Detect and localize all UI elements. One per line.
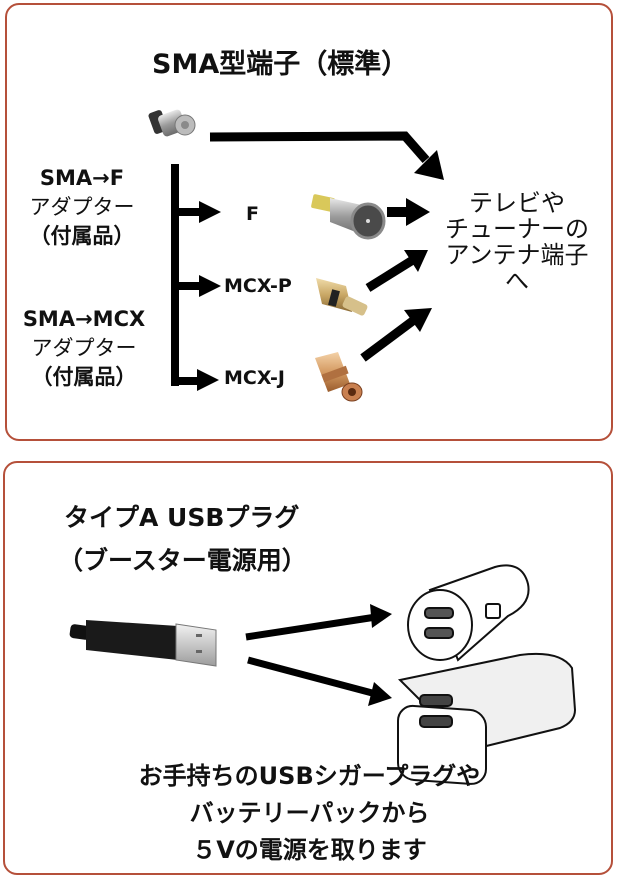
caption-line2: バッテリーパックから bbox=[189, 799, 430, 827]
sma-to-f-line3: （付属品） bbox=[29, 224, 135, 248]
sma-connector-icon bbox=[148, 109, 196, 137]
branch-arrow-mcx-p bbox=[175, 275, 221, 297]
sma-to-mcx-line2: アダプター bbox=[31, 336, 137, 360]
destination-line2: チューナーの bbox=[445, 215, 589, 243]
sma-panel-title: SMA型端子（標準） bbox=[152, 49, 409, 80]
arrow-usb-to-battery-pack bbox=[247, 656, 392, 706]
sma-to-f-line1: SMA→F bbox=[39, 166, 125, 190]
sma-to-mcx-line3: （付属品） bbox=[31, 365, 137, 389]
mcx-jack-icon bbox=[315, 352, 363, 402]
branch-trunk bbox=[171, 164, 199, 386]
branch-arrow-f bbox=[175, 201, 221, 223]
usb-plug-title: タイプA USBプラグ bbox=[64, 503, 300, 532]
usb-power-caption: お手持ちのUSBシガープラグや バッテリーパックから ５Vの電源を取ります bbox=[0, 758, 619, 869]
caption-line3: ５Vの電源を取ります bbox=[192, 836, 427, 864]
sma-to-mcx-adapter-label: SMA→MCX アダプター （付属品） bbox=[5, 305, 163, 392]
arrow-mcx-j-to-antenna bbox=[360, 308, 432, 362]
usb-car-charger-icon bbox=[407, 564, 530, 662]
destination-line1: テレビや bbox=[469, 189, 565, 217]
sma-to-mcx-line1: SMA→MCX bbox=[22, 307, 146, 331]
f-connector-icon bbox=[311, 194, 386, 240]
sma-to-f-adapter-label: SMA→F アダプター （付属品） bbox=[12, 164, 152, 251]
sma-to-f-line2: アダプター bbox=[29, 195, 135, 219]
branch-arrow-mcx-j bbox=[197, 369, 219, 391]
arrow-mcx-p-to-antenna bbox=[365, 250, 428, 292]
usb-battery-pack-icon bbox=[397, 652, 577, 785]
destination-label: テレビや チューナーの アンテナ端子 へ bbox=[432, 190, 602, 294]
destination-line4: へ bbox=[505, 267, 529, 295]
branch-label-f: F bbox=[246, 203, 259, 225]
arrow-sma-to-antenna bbox=[209, 131, 444, 180]
usb-a-plug-icon bbox=[69, 620, 217, 667]
mcx-plug-icon bbox=[316, 278, 368, 316]
caption-line1: お手持ちのUSBシガープラグや bbox=[138, 762, 481, 790]
branch-label-mcx-p: MCX-P bbox=[224, 275, 292, 297]
branch-label-mcx-j: MCX-J bbox=[224, 367, 285, 389]
arrow-usb-to-car-charger bbox=[245, 604, 392, 641]
sma-connector-panel bbox=[5, 3, 613, 441]
destination-line3: アンテナ端子 bbox=[445, 241, 589, 269]
arrow-f-to-antenna bbox=[387, 198, 430, 226]
usb-plug-subtitle: （ブースター電源用） bbox=[58, 546, 307, 575]
